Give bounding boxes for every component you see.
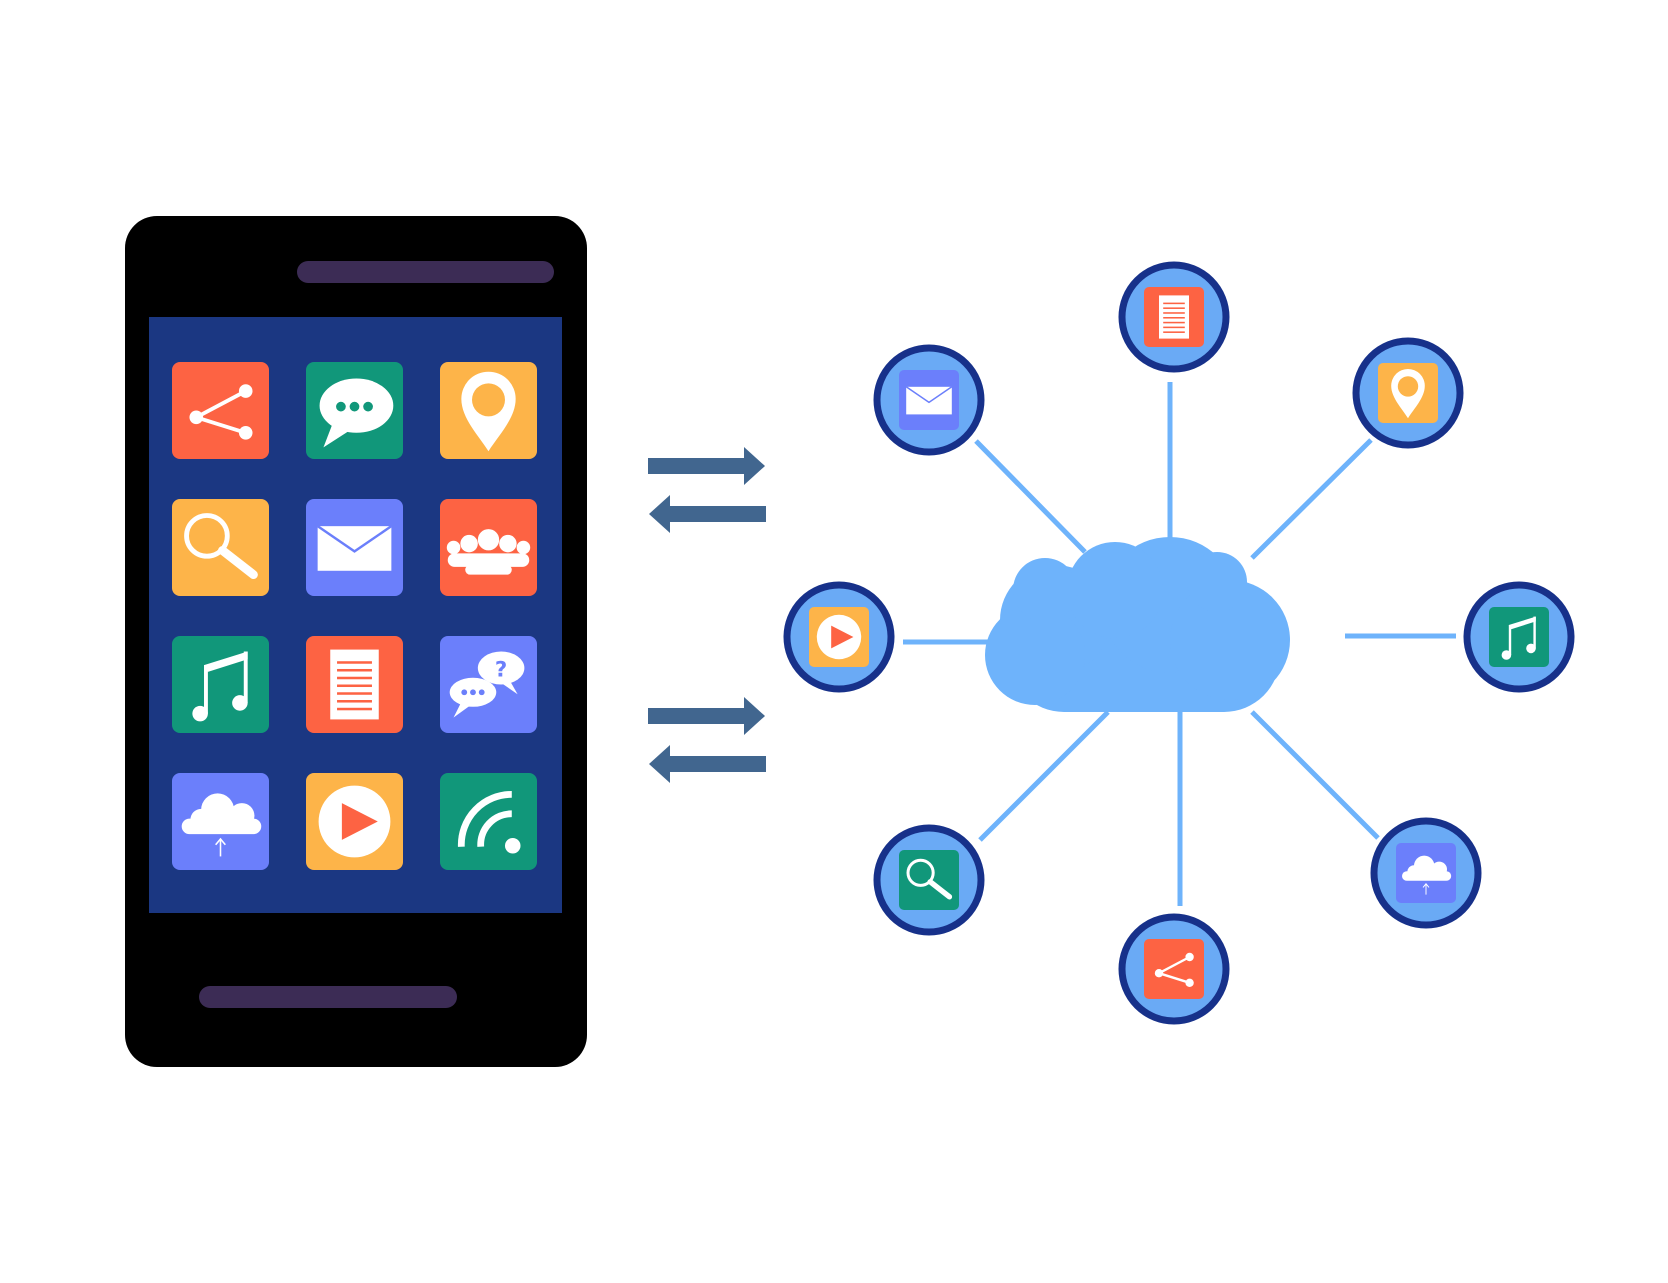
connector-line — [974, 439, 1087, 554]
cloud-upload-icon — [1402, 855, 1452, 895]
arrow-right-shaft — [648, 458, 748, 474]
sync-arrows-top — [648, 447, 766, 533]
tile-background — [172, 636, 269, 733]
mail-icon — [316, 525, 393, 571]
arrow-left-shaft — [666, 756, 766, 772]
connector-line — [978, 710, 1110, 842]
arrow-right-head — [744, 447, 765, 485]
app-tile[interactable] — [809, 607, 869, 667]
share-icon — [1154, 952, 1194, 987]
tile-background — [1144, 939, 1204, 999]
tile-background — [172, 362, 269, 459]
cloud-node[interactable] — [1118, 913, 1230, 1025]
app-tile[interactable] — [440, 362, 537, 459]
app-tile[interactable] — [172, 499, 269, 596]
cloud-connectors — [903, 382, 1456, 906]
app-tile[interactable] — [1396, 843, 1456, 903]
music-note-icon — [192, 651, 248, 722]
app-tile[interactable] — [440, 773, 537, 870]
app-tile[interactable] — [1489, 607, 1549, 667]
app-tile[interactable] — [306, 499, 403, 596]
app-tile[interactable] — [306, 362, 403, 459]
cloud-icon — [985, 537, 1290, 712]
svg-text:?: ? — [495, 658, 507, 683]
help-chat-icon: ? — [449, 651, 525, 718]
phone-speaker-slot — [297, 261, 554, 283]
app-tile[interactable] — [172, 773, 269, 870]
app-tile[interactable] — [899, 850, 959, 910]
app-tile[interactable] — [440, 499, 537, 596]
app-tile[interactable]: ? — [440, 636, 537, 733]
group-icon — [446, 529, 531, 575]
play-icon — [816, 614, 862, 660]
play-icon — [318, 785, 391, 858]
app-tile[interactable] — [1378, 363, 1438, 423]
tile-background — [1489, 607, 1549, 667]
feed-icon — [457, 790, 521, 854]
smartphone: ? — [125, 216, 587, 1067]
app-tile[interactable] — [1144, 287, 1204, 347]
cloud-service-nodes — [783, 261, 1575, 1025]
arrow-left-head — [649, 745, 670, 783]
cloud-node[interactable] — [873, 824, 985, 936]
phone-home-slot — [199, 986, 457, 1008]
arrow-left-head — [649, 495, 670, 533]
location-pin-icon — [1391, 369, 1425, 419]
arrow-right-shaft — [648, 708, 748, 724]
chat-bubble-icon — [319, 378, 394, 448]
app-tile[interactable] — [1144, 939, 1204, 999]
music-note-icon — [1501, 616, 1536, 660]
app-tile[interactable] — [172, 636, 269, 733]
sync-arrows — [648, 447, 766, 783]
document-icon — [330, 649, 379, 720]
arrow-left-shaft — [666, 506, 766, 522]
cloud-node[interactable] — [1118, 261, 1230, 373]
connector-line — [1250, 710, 1380, 840]
cloud-node[interactable] — [783, 581, 895, 693]
app-tile[interactable] — [172, 362, 269, 459]
app-tile[interactable] — [306, 636, 403, 733]
document-icon — [1159, 295, 1189, 339]
app-tile[interactable] — [899, 370, 959, 430]
arrow-right-head — [744, 697, 765, 735]
app-tile[interactable] — [306, 773, 403, 870]
mail-icon — [905, 386, 953, 415]
search-icon — [906, 858, 953, 900]
search-icon — [184, 513, 258, 580]
share-icon — [189, 384, 253, 440]
location-pin-icon — [461, 371, 516, 452]
cloud-upload-icon — [181, 793, 262, 857]
cloud-node[interactable] — [1463, 581, 1575, 693]
cloud-node[interactable] — [1370, 817, 1482, 929]
connector-line — [1250, 438, 1373, 560]
sync-arrows-bottom — [648, 697, 766, 783]
cloud-node[interactable] — [1352, 337, 1464, 449]
app-grid: ? — [172, 362, 537, 870]
cloud-node[interactable] — [873, 344, 985, 456]
